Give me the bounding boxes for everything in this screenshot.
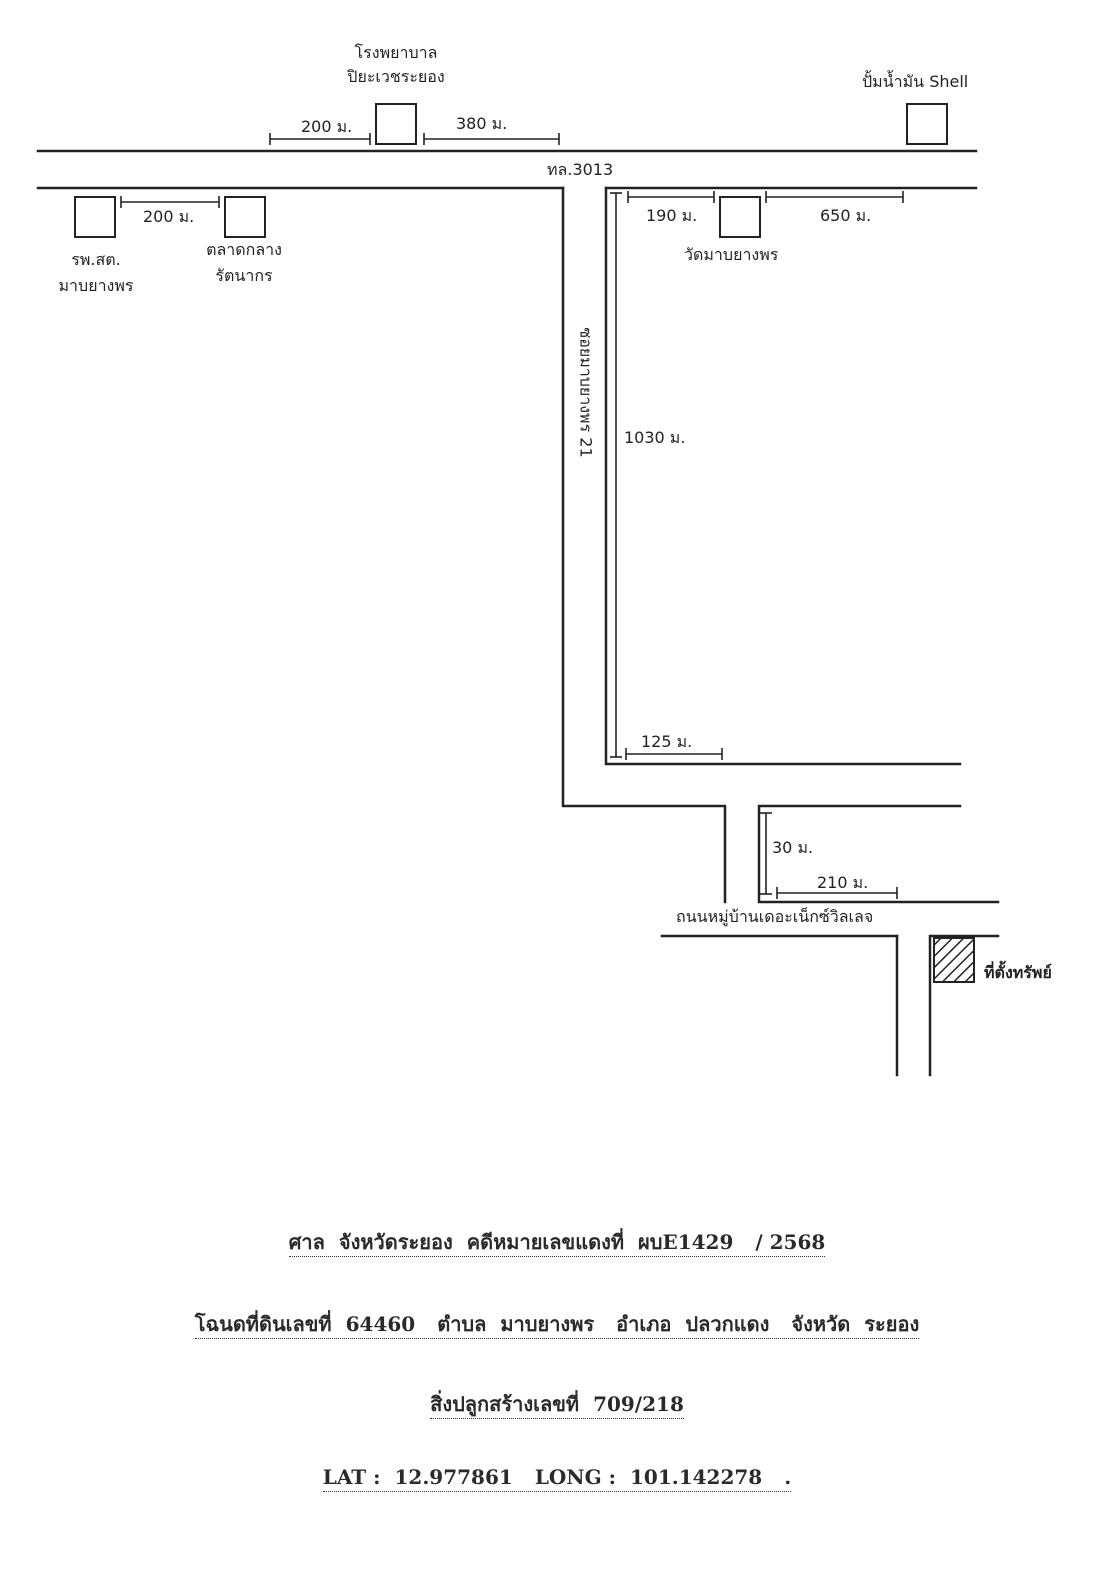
highway-label: ทล.3013: [547, 160, 614, 179]
deed-number: 64460: [345, 1312, 416, 1336]
market-box: [224, 196, 266, 238]
temple-box: [719, 196, 761, 238]
lat-label: LAT :: [322, 1465, 381, 1489]
footer-building-line: สิ่งปลูกสร้างเลขที่ 709/218: [0, 1388, 1114, 1420]
dist-temple-right-label: 650 ม.: [820, 206, 872, 225]
long-label: LONG :: [534, 1465, 617, 1489]
hospital-box: [375, 103, 417, 145]
hospital-label-line1: โรงพยาบาล: [354, 43, 438, 62]
dist-hosp-right-label: 380 ม.: [456, 114, 508, 133]
property-marker: [933, 937, 975, 983]
court-name: จังหวัดระยอง: [338, 1230, 453, 1254]
health-center-label: รพ.สต. มาบยางพร: [40, 250, 152, 296]
subdistrict-label: ตำบล: [437, 1312, 487, 1336]
health-center-box: [74, 196, 116, 238]
court-label: ศาล: [288, 1230, 325, 1254]
village-road-label: ถนนหมู่บ้านเดอะเน็กซ์วิลเลจ: [676, 907, 874, 926]
dist-temple-left-label: 190 ม.: [646, 206, 698, 225]
soi-east-edge: [604, 186, 962, 766]
dist-hosp-left-label: 200 ม.: [301, 117, 353, 136]
side-road-east: [928, 934, 1000, 1077]
dist-125-label: 125 ม.: [641, 732, 693, 751]
health-center-label-line1: รพ.สต.: [71, 250, 121, 269]
dist-soi-label: 1030 ม.: [624, 428, 686, 447]
soi-west-edge: [561, 186, 727, 904]
health-center-label-line2: มาบยางพร: [58, 276, 134, 295]
dist-210-label: 210 ม.: [817, 873, 869, 892]
dist-health-market-label: 200 ม.: [143, 207, 195, 226]
market-label: ตลาดกลาง รัตนากร: [188, 240, 300, 286]
footer-case-line: ศาล จังหวัดระยอง คดีหมายเลขแดงที่ ผบE1429 / …: [0, 1226, 1114, 1258]
dist-30-label: 30 ม.: [772, 838, 814, 857]
shell-label: ปั้มน้ำมัน Shell: [862, 72, 969, 91]
soi-label: ซอยมาบยางพร 21: [576, 327, 596, 458]
hospital-label-line2: ปิยะเวชระยอง: [347, 67, 445, 86]
village-road-north-east: [757, 804, 1000, 904]
case-number: ผบE1429: [638, 1230, 734, 1254]
footer-coords-line: LAT : 12.977861 LONG : 101.142278.: [0, 1465, 1114, 1492]
province-name: ระยอง: [864, 1312, 920, 1336]
lat-value: 12.977861: [394, 1465, 513, 1489]
case-label: คดีหมายเลขแดงที่: [466, 1230, 625, 1254]
market-label-line1: ตลาดกลาง: [206, 240, 282, 259]
district-label: อำเภอ: [616, 1312, 672, 1336]
building-label: สิ่งปลูกสร้างเลขที่: [430, 1392, 580, 1416]
long-value: 101.142278: [630, 1465, 763, 1489]
deed-label: โฉนดที่ดินเลขที่: [194, 1312, 332, 1336]
province-label: จังหวัด: [791, 1312, 851, 1336]
building-number: 709/218: [593, 1392, 684, 1416]
footer-deed-line: โฉนดที่ดินเลขที่ 64460 ตำบล มาบยางพร อำเภอ ปล…: [0, 1308, 1114, 1340]
case-year: / 2568: [755, 1230, 826, 1254]
shell-box: [906, 103, 948, 145]
subdistrict-name: มาบยางพร: [500, 1312, 595, 1336]
hospital-label: โรงพยาบาล ปิยะเวชระยอง: [330, 43, 462, 87]
market-label-line2: รัตนากร: [215, 266, 273, 285]
coords-trailing: .: [784, 1465, 792, 1489]
property-label: ที่ตั้งทรัพย์: [984, 963, 1052, 982]
temple-label: วัดมาบยางพร: [684, 245, 779, 264]
district-name: ปลวกแดง: [685, 1312, 770, 1336]
